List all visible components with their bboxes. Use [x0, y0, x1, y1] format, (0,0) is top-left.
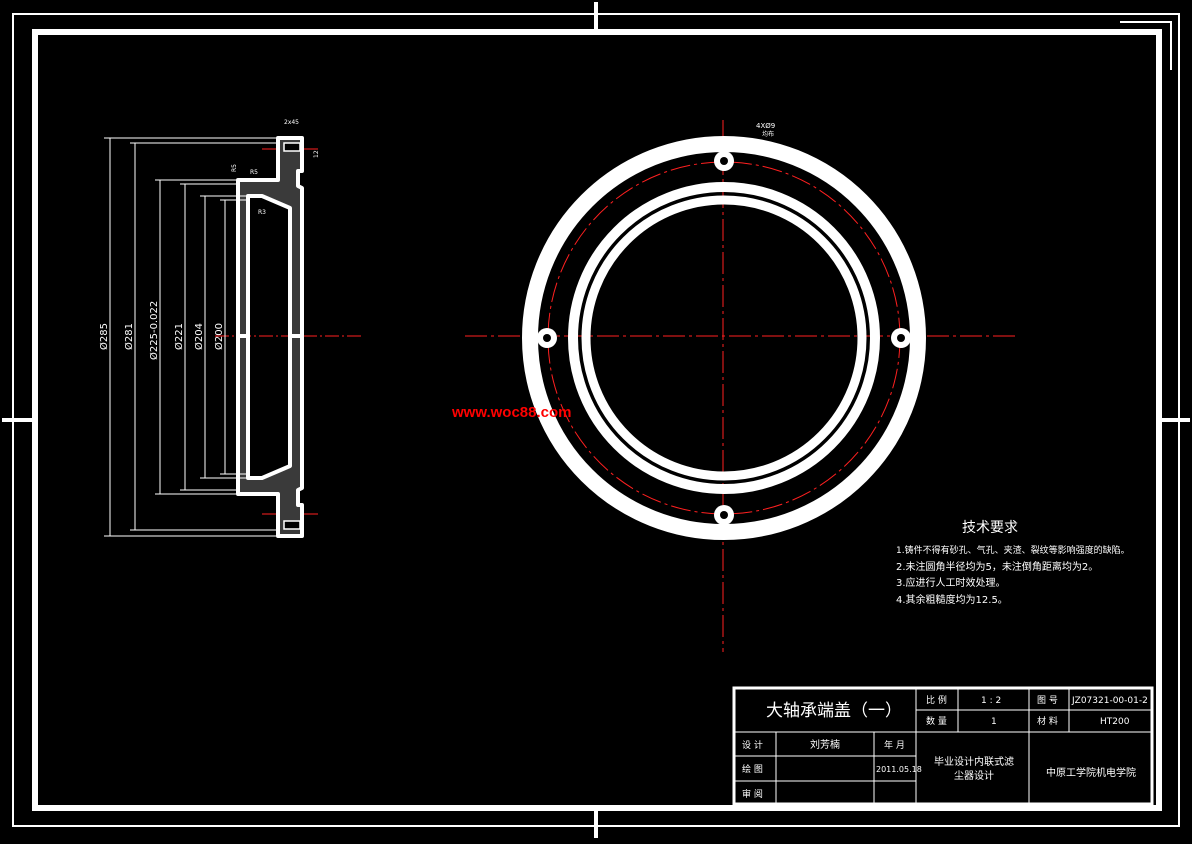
watermark: www.woc88.com — [451, 404, 571, 421]
review-label: 审 阅 — [742, 788, 763, 800]
project-line-2: 尘器设计 — [954, 769, 994, 782]
dim-221: Ø221 — [173, 323, 185, 350]
label-r5-a: R5 — [250, 169, 258, 176]
tech-item-2: 2.未注圆角半径均为5，未注倒角距离均为2。 — [896, 560, 1098, 573]
drawing-no-label: 图 号 — [1037, 695, 1058, 706]
plan-view: 4XØ9 均布 — [465, 120, 1018, 652]
bolt-circle — [547, 161, 901, 515]
label-chamfer: 2x45 — [284, 119, 299, 126]
designer-label: 设 计 — [742, 739, 763, 751]
dim-200: Ø200 — [213, 323, 225, 350]
bolt-holes — [537, 151, 911, 525]
quantity-label: 数 量 — [926, 715, 947, 727]
hole-note: 4XØ9 — [756, 122, 775, 130]
dim-225: Ø225-0.022 — [148, 301, 160, 360]
scale-label: 比 例 — [926, 694, 947, 706]
title-block: 大轴承端盖（一） 比 例 1 : 2 图 号 JZ07321-00-01-2 数… — [732, 686, 1154, 806]
school-name: 中原工学院机电学院 — [1046, 766, 1136, 779]
inner-ring-outer — [568, 182, 880, 494]
scale-value: 1 : 2 — [981, 696, 1001, 706]
section-view: Ø285 Ø281 Ø225-0.022 Ø221 Ø204 Ø200 2x45… — [98, 119, 362, 538]
inner-ring-inner — [581, 195, 867, 481]
draw-label: 绘 图 — [742, 763, 763, 775]
section-profile-bottom — [236, 334, 304, 538]
part-name: 大轴承端盖（一） — [766, 701, 902, 721]
designer-value: 刘芳楠 — [810, 738, 840, 751]
hole-note-sub: 均布 — [762, 130, 774, 138]
tech-requirements: 技术要求 1.铸件不得有砂孔、气孔、夹渣、裂纹等影响强度的缺陷。 2.未注圆角半… — [896, 520, 1130, 606]
drawing-no-value: JZ07321-00-01-2 — [1071, 696, 1148, 706]
tech-title: 技术要求 — [962, 520, 1018, 536]
dim-285: Ø285 — [98, 323, 110, 350]
material-label: 材 料 — [1037, 715, 1058, 727]
dim-281: Ø281 — [123, 323, 135, 350]
dim-204: Ø204 — [193, 323, 205, 350]
tech-item-4: 4.其余粗糙度均为12.5。 — [896, 593, 1008, 606]
quantity-value: 1 — [991, 717, 997, 727]
date-value: 2011.05.18 — [876, 765, 922, 774]
outer-rim — [522, 136, 926, 540]
tech-item-3: 3.应进行人工时效处理。 — [896, 576, 1006, 589]
project-line-1: 毕业设计内联式滤 — [934, 755, 1014, 768]
tech-item-1: 1.铸件不得有砂孔、气孔、夹渣、裂纹等影响强度的缺陷。 — [896, 544, 1130, 556]
label-r3: R3 — [258, 209, 266, 216]
label-12: 12 — [313, 150, 320, 158]
date-label: 年 月 — [884, 739, 905, 751]
section-profile-top — [236, 136, 304, 338]
label-r5-b: R5 — [231, 164, 238, 172]
material-value: HT200 — [1100, 717, 1130, 727]
